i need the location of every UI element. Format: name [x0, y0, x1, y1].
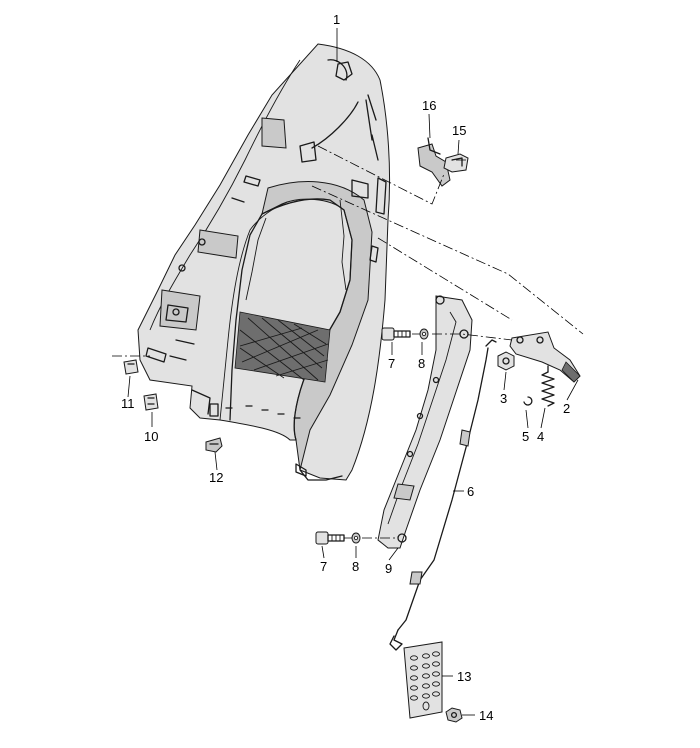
callout-3: 3: [500, 391, 507, 406]
callout-8-upper: 8: [418, 356, 425, 371]
callout-9: 9: [385, 561, 392, 576]
part-16-bracket[interactable]: [417, 137, 451, 187]
leader-lines: [127, 28, 579, 716]
callout-10: 10: [144, 429, 158, 444]
callout-6: 6: [467, 484, 474, 499]
callout-13: 13: [457, 669, 471, 684]
callout-1: 1: [333, 12, 340, 27]
part-7-bolt-lower[interactable]: [315, 531, 345, 545]
assembly-lines: [112, 145, 584, 539]
part-3-nut[interactable]: [497, 351, 515, 371]
callout-5: 5: [522, 429, 529, 444]
callout-11: 11: [121, 396, 135, 411]
callout-7-upper: 7: [388, 356, 395, 371]
part-10-clip[interactable]: [143, 393, 159, 411]
callout-labels: 1 2 3 4 5 6 7 8 7 8 9 10 11 12 13 14 15 …: [121, 12, 570, 723]
callout-7-lower: 7: [320, 559, 327, 574]
part-8-washer-lower[interactable]: [351, 532, 361, 544]
part-4-spring[interactable]: [541, 365, 555, 407]
part-12-clip[interactable]: [205, 437, 223, 453]
part-6-release-cable[interactable]: [389, 339, 497, 651]
callout-2: 2: [563, 401, 570, 416]
callout-15: 15: [452, 123, 466, 138]
part-14-nut[interactable]: [445, 707, 463, 723]
part-8-washer-upper[interactable]: [419, 328, 429, 340]
callout-14: 14: [479, 708, 493, 723]
part-7-bolt-upper[interactable]: [381, 327, 411, 341]
callout-16: 16: [422, 98, 436, 113]
callout-12: 12: [209, 470, 223, 485]
part-15-clip[interactable]: [443, 153, 469, 173]
part-2-release-lever[interactable]: [509, 331, 581, 383]
callout-4: 4: [537, 429, 544, 444]
part-1-backrest-shell[interactable]: [137, 43, 391, 481]
part-5-circlip[interactable]: [523, 396, 533, 406]
part-9-side-panel[interactable]: [377, 295, 473, 549]
callout-8-lower: 8: [352, 559, 359, 574]
part-13-plate[interactable]: [403, 641, 443, 719]
part-11-clip[interactable]: [123, 359, 139, 375]
